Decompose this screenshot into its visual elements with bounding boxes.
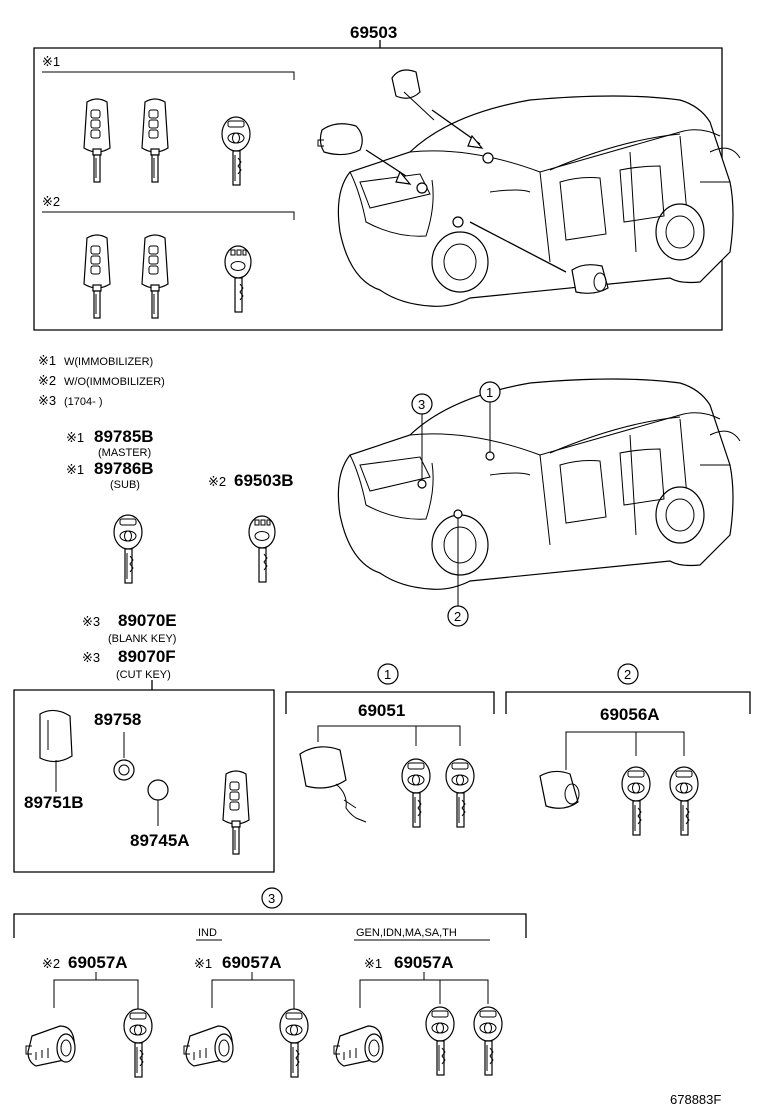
transponder-key-icon xyxy=(279,1008,309,1078)
key-part-4: 89070E xyxy=(118,611,177,630)
ignition-switch-icon xyxy=(299,746,367,823)
group-3-header-3: GEN,IDN,MA,SA,TH xyxy=(356,927,457,939)
remote-part-1: 89758 xyxy=(94,710,141,729)
group-1-part: 69051 xyxy=(358,701,405,720)
top-keys-row2 xyxy=(83,234,252,319)
top-mark-2: ※2 xyxy=(42,194,60,209)
svg-text:2: 2 xyxy=(454,609,461,624)
note-mark-2: ※2 xyxy=(38,373,56,388)
group-3-callout: 3 xyxy=(261,887,283,909)
svg-text:3: 3 xyxy=(418,397,425,412)
notes-legend: ※1 W(IMMOBILIZER) ※2 W/O(IMMOBILIZER) ※3… xyxy=(38,353,165,408)
transponder-key-icon xyxy=(221,116,251,186)
key-sub-2: (SUB) xyxy=(110,479,140,491)
door-cylinder-icon xyxy=(317,123,363,156)
remote-part-2: 89751B xyxy=(24,793,84,812)
key-sub-1: (MASTER) xyxy=(98,447,151,459)
key-part-3: 69503B xyxy=(234,471,294,490)
key-mark-3: ※2 xyxy=(208,474,226,489)
plain-key-icon xyxy=(248,515,276,583)
callout-3: 3 xyxy=(411,393,433,489)
note-text-3: (1704- ) xyxy=(64,396,103,408)
group-3-mark-3: ※1 xyxy=(364,956,382,971)
fob-key-icon xyxy=(141,234,169,319)
note-text-2: W/O(IMMOBILIZER) xyxy=(64,376,165,388)
fob-key-icon xyxy=(83,234,111,319)
top-part-number: 69503 xyxy=(350,23,397,42)
key-sub-5: (CUT KEY) xyxy=(116,669,171,681)
lock-cylinder-icon xyxy=(183,1025,234,1067)
lock-cylinder-icon xyxy=(25,1025,76,1067)
callout-2: 2 xyxy=(447,509,469,627)
group-3-part-3: 69057A xyxy=(394,953,454,972)
transponder-key-icon xyxy=(669,766,699,836)
back-door-cylinder-icon xyxy=(571,264,609,294)
note-mark-1: ※1 xyxy=(38,353,56,368)
group-3-mark-1: ※2 xyxy=(42,956,60,971)
group-1-callout: 1 xyxy=(377,663,399,685)
group-2-callout: 2 xyxy=(617,663,639,685)
lock-cylinder-icon xyxy=(333,1025,384,1067)
key-part-5: 89070F xyxy=(118,647,176,666)
coin-battery-icon xyxy=(147,779,169,801)
ignition-cylinder-icon xyxy=(391,69,435,121)
key-sub-4: (BLANK KEY) xyxy=(108,633,176,645)
transponder-key-icon xyxy=(473,1006,503,1076)
key-mark-1: ※1 xyxy=(66,430,84,445)
note-mark-3: ※3 xyxy=(38,393,56,408)
key-part-2: 89786B xyxy=(94,459,154,478)
transponder-key-icon xyxy=(445,758,475,828)
transponder-key-icon xyxy=(621,766,651,836)
top-mark-1: ※1 xyxy=(42,54,60,69)
note-text-1: W(IMMOBILIZER) xyxy=(64,356,153,368)
diagram-id: 678883F xyxy=(670,1092,721,1107)
group-3-mark-2: ※1 xyxy=(194,956,212,971)
transponder-key-icon xyxy=(425,1006,455,1076)
key-part-1: 89785B xyxy=(94,427,154,446)
transponder-key-icon xyxy=(401,758,431,828)
fob-key-icon xyxy=(83,98,111,183)
remote-case-icon xyxy=(39,709,73,763)
group-3-part-2: 69057A xyxy=(222,953,282,972)
plain-key-icon xyxy=(224,245,252,313)
battery-cover-icon xyxy=(113,759,135,781)
flip-remote-icon xyxy=(222,770,250,855)
group-3-header-2: IND xyxy=(198,927,217,939)
svg-text:1: 1 xyxy=(486,385,493,400)
callout-1: 1 xyxy=(479,381,501,461)
fob-key-icon xyxy=(141,98,169,183)
vehicle-callout-illustration xyxy=(337,378,741,590)
group-2-part: 69056A xyxy=(600,705,660,724)
svg-text:2: 2 xyxy=(624,667,631,682)
remote-part-3: 89745A xyxy=(130,831,190,850)
svg-text:3: 3 xyxy=(268,891,275,906)
key-mark-2: ※1 xyxy=(66,462,84,477)
vehicle-illustration xyxy=(337,95,741,307)
transponder-key-icon xyxy=(123,1008,153,1078)
svg-text:1: 1 xyxy=(384,667,391,682)
back-door-lock-icon xyxy=(539,770,580,809)
master-key-icon xyxy=(113,514,143,584)
key-mark-4: ※3 xyxy=(82,614,100,629)
key-mark-5: ※3 xyxy=(82,650,100,665)
group-3-part-1: 69057A xyxy=(68,953,128,972)
top-keys-row1 xyxy=(83,98,251,186)
